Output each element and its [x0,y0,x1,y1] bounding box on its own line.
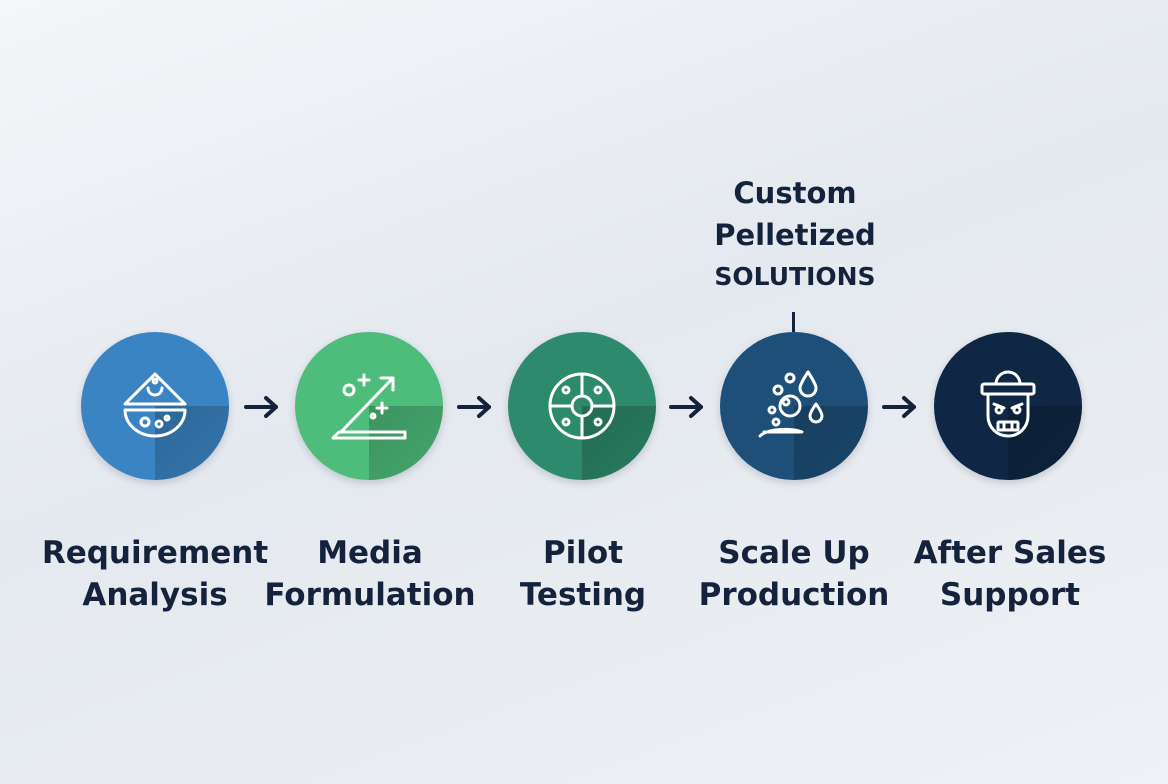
step-label-line-1: After Sales [913,535,1107,571]
step-label-line-1: Requirement [41,535,269,571]
arrow-icon [244,396,278,418]
callout-line-2: Pelletized [714,218,876,252]
step-label-line-2: Support [939,577,1081,613]
step-label: Pilot Testing [463,532,703,616]
step-pilot-testing [508,332,656,480]
step-label: Media Formulation [250,532,490,616]
droplet-bowl-icon [123,372,187,438]
step-label: Requirement Analysis [35,532,275,616]
arrow-icon [457,396,491,418]
step-label: Scale Up Production [674,532,914,616]
solutions-callout: Custom Pelletized SOLUTIONS [690,172,900,298]
step-media-formulation [295,332,443,480]
arrow-icon [669,396,703,418]
step-label-line-1: Scale Up [718,535,870,571]
formulation-icon [331,373,407,440]
callout-line-3: SOLUTIONS [714,262,876,291]
step-scale-up-production [720,332,868,480]
bubbles-droplets-icon [758,370,824,438]
step-after-sales-support [934,332,1082,480]
step-label-line-2: Analysis [82,577,228,613]
arrow-icon [882,396,916,418]
target-dish-icon [548,372,616,440]
step-label-line-2: Formulation [264,577,476,613]
support-robot-icon [980,370,1036,438]
callout-line-1: Custom [733,176,857,210]
step-label-line-2: Testing [519,577,647,613]
step-label-line-2: Production [698,577,890,613]
step-label-line-1: Pilot [542,535,624,571]
callout-connector [792,312,795,332]
step-label: After Sales Support [890,532,1130,616]
step-label-line-1: Media [317,535,423,571]
step-requirement-analysis [81,332,229,480]
